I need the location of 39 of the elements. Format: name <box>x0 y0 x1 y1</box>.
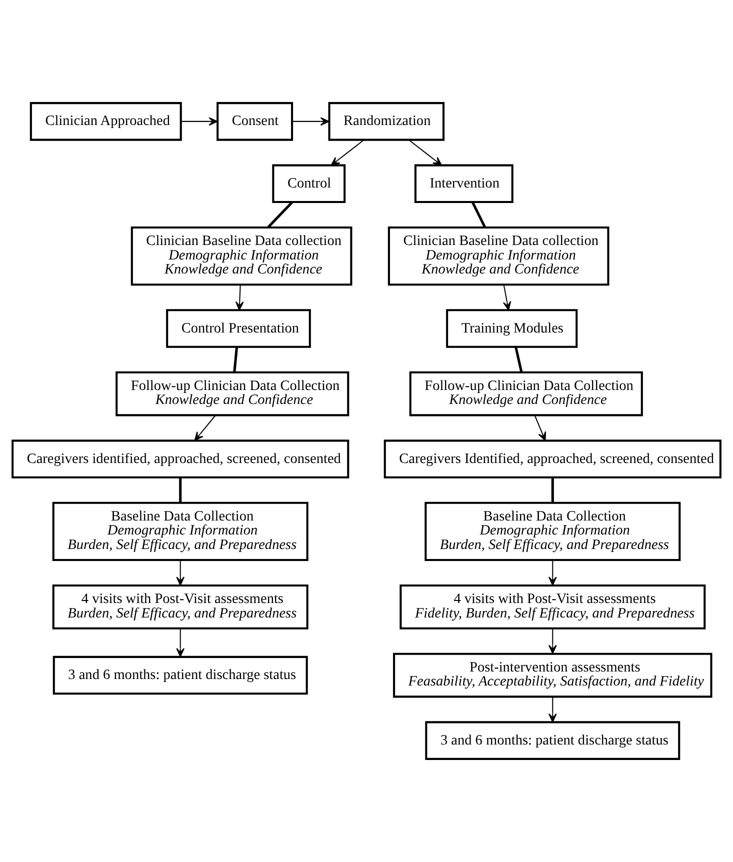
node-box: Clinician Baseline Data collection Demographic Information Knowledge and Confidence <box>388 226 610 286</box>
node-box: Control Presentation <box>166 309 311 348</box>
node-box: Consent <box>216 102 294 141</box>
node-box: 3 and 6 months: patient discharge status <box>425 721 680 760</box>
node-box: Intervention <box>414 164 514 204</box>
node-box: Clinician Baseline Data collection Demographic Information Knowledge and Confidence <box>130 226 352 286</box>
arrow <box>292 117 330 126</box>
node-box: 4 visits with Post-Visit assessments Fidelity, Burden, Self Efficacy, and Preparedness <box>400 584 706 630</box>
node-box: Follow-up Clinician Data Collection Knowledge and Confidence <box>409 371 643 416</box>
connector <box>551 477 554 503</box>
arrow <box>176 628 185 658</box>
connector <box>233 347 238 372</box>
node-box: Training Modules <box>446 309 578 348</box>
arrow <box>180 117 218 126</box>
arrow <box>534 415 546 441</box>
node-box: Caregivers Identified, approached, screened, consented <box>384 440 722 478</box>
node-box: Clinician Approached <box>30 102 182 141</box>
node-box: 3 and 6 months: patient discharge status <box>52 656 308 695</box>
connector <box>471 202 486 228</box>
arrow <box>330 139 364 166</box>
node-box: Control <box>272 164 346 204</box>
connector <box>267 201 294 228</box>
node-box: Baseline Data Collection Demographic Information Burden, Self Efficacy, and Preparedness <box>52 502 308 562</box>
node-box: Baseline Data Collection Demographic Information Burden, Self Efficacy, and Preparedness <box>424 502 681 562</box>
arrow <box>408 139 442 166</box>
arrow <box>548 628 557 654</box>
arrow <box>194 415 216 441</box>
connector <box>179 477 182 503</box>
node-box: Follow-up Clinician Data Collection Knowledge and Confidence <box>116 371 350 416</box>
arrow <box>176 560 185 586</box>
node-box: Randomization <box>328 102 445 141</box>
node-box: Caregivers identified, approached, screened, consented <box>12 440 350 478</box>
arrow <box>502 284 512 310</box>
node-box: 4 visits with Post-Visit assessments Burden, Self Efficacy, and Preparedness <box>52 584 308 630</box>
connector <box>514 346 523 372</box>
node-box: Post-intervention assessments Feasability, Acceptability, Satisfaction, and Fidelity <box>393 652 712 698</box>
arrow <box>548 560 557 586</box>
arrow <box>548 697 557 722</box>
arrow <box>235 284 244 310</box>
